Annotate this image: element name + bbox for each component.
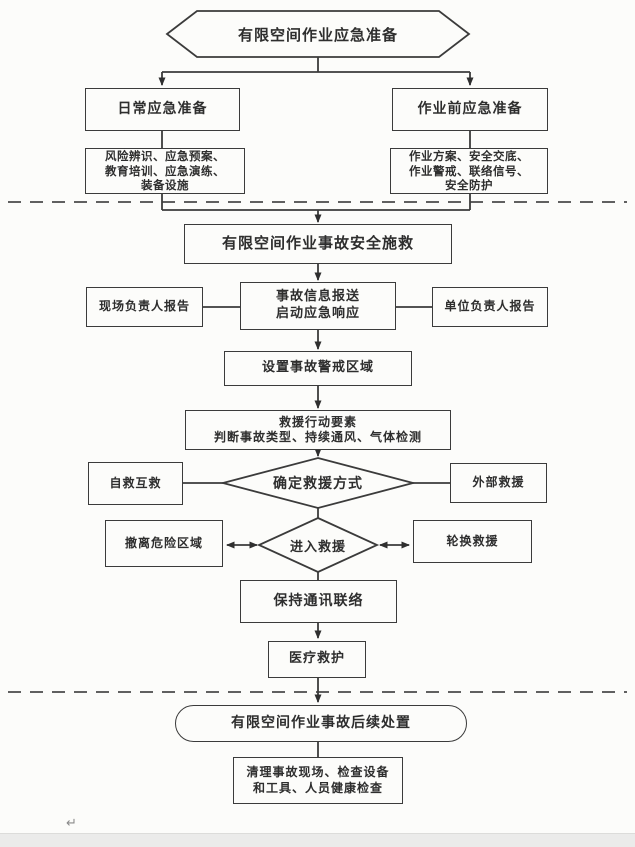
warning-zone-label: 设置事故警戒区域 [261, 360, 374, 376]
incident-info-line-2: 启动应急响应 [275, 306, 360, 321]
node-daily-prep-label: 日常应急准备 [117, 100, 208, 117]
enter-rescue-label: 进入救援 [289, 539, 346, 555]
node-evacuate: 撤离危险区域 [105, 520, 223, 567]
node-medical-aid: 医疗救护 [268, 641, 366, 678]
prework-detail-line-1: 作业方案、安全交底、 [409, 148, 529, 163]
node-keep-communication: 保持通讯联络 [240, 580, 397, 623]
node-start-label: 有限空间作业应急准备 [237, 25, 398, 44]
node-decide-method: 确定救援方式 [240, 470, 396, 496]
self-rescue-label: 自救互救 [109, 475, 162, 490]
node-site-leader-report: 现场负责人报告 [86, 287, 203, 327]
action-elements-line-1: 救援行动要素 [278, 414, 357, 429]
prework-detail-line-2: 作业警戒、联络信号、 [409, 163, 529, 178]
page-bottom-margin-bar [0, 833, 635, 847]
daily-detail-line-2: 教育培训、应急演练、 [105, 163, 225, 178]
unit-leader-report-label: 单位负责人报告 [444, 299, 536, 314]
node-incident-info: 事故信息报送 启动应急响应 [240, 282, 396, 330]
cleanup-line-2: 和工具、人员健康检查 [252, 780, 383, 795]
site-leader-report-label: 现场负责人报告 [98, 299, 190, 314]
node-daily-detail: 风险辨识、应急预案、 教育培训、应急演练、 装备设施 [85, 148, 245, 194]
node-followup-stage: 有限空间作业事故后续处置 [175, 705, 467, 742]
node-enter-rescue: 进入救援 [260, 532, 376, 558]
start-hexagon-shape [165, 10, 471, 58]
paragraph-mark: ↵ [66, 816, 77, 831]
incident-info-line-1: 事故信息报送 [275, 289, 360, 305]
prework-detail-line-3: 安全防护 [445, 178, 493, 193]
decide-method-diamond-shape [219, 457, 417, 509]
node-prework-detail: 作业方案、安全交底、 作业警戒、联络信号、 安全防护 [390, 148, 548, 194]
cleanup-line-1: 清理事故现场、检查设备 [246, 765, 390, 780]
enter-rescue-diamond-shape [256, 517, 380, 573]
node-cleanup: 清理事故现场、检查设备 和工具、人员健康检查 [233, 757, 403, 804]
node-rescue-stage-label: 有限空间作业事故安全施救 [221, 234, 414, 253]
decide-method-label: 确定救援方式 [273, 476, 363, 492]
node-external-rescue: 外部救援 [450, 463, 547, 503]
node-action-elements: 救援行动要素 判断事故类型、持续通风、气体检测 [185, 410, 451, 450]
followup-stage-label: 有限空间作业事故后续处置 [231, 714, 411, 731]
node-prework-prep: 作业前应急准备 [392, 88, 548, 131]
keep-communication-label: 保持通讯联络 [273, 592, 364, 609]
daily-detail-line-1: 风险辨识、应急预案、 [105, 148, 225, 163]
medical-aid-label: 医疗救护 [288, 651, 345, 667]
node-prework-prep-label: 作业前应急准备 [417, 100, 523, 117]
rotation-rescue-label: 轮换救援 [446, 533, 499, 548]
action-elements-line-2: 判断事故类型、持续通风、气体检测 [213, 430, 422, 444]
node-start: 有限空间作业应急准备 [167, 11, 469, 57]
external-rescue-label: 外部救援 [472, 475, 525, 490]
node-warning-zone: 设置事故警戒区域 [224, 351, 412, 386]
node-rescue-stage: 有限空间作业事故安全施救 [184, 224, 452, 264]
node-daily-prep: 日常应急准备 [85, 88, 240, 131]
node-rotation-rescue: 轮换救援 [413, 520, 532, 563]
node-unit-leader-report: 单位负责人报告 [432, 287, 548, 327]
node-self-rescue: 自救互救 [88, 462, 183, 505]
daily-detail-line-3: 装备设施 [141, 178, 189, 193]
evacuate-label: 撤离危险区域 [124, 535, 203, 550]
